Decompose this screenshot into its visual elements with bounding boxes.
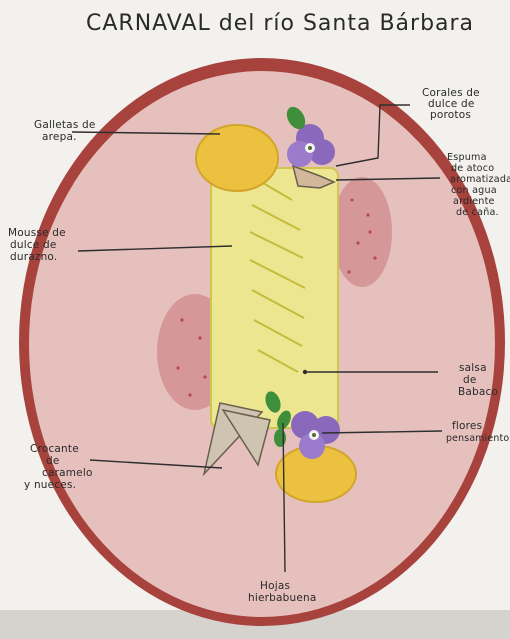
label-salsa-line2: de	[463, 374, 477, 386]
label-crocante-line1: Crocante	[30, 443, 79, 455]
label-espuma-line6: de caña.	[456, 207, 499, 218]
label-hojas-line1: Hojas	[260, 580, 290, 592]
label-crocante-line3: caramelo	[42, 467, 93, 479]
label-corales-line3: porotos	[430, 109, 471, 121]
label-espuma-line3: aromatizada	[450, 174, 510, 185]
label-espuma-line1: Espuma	[447, 152, 487, 163]
label-crocante-line4: y nueces.	[24, 479, 76, 491]
label-espuma-line2: de atoco	[451, 163, 494, 174]
cookie-top	[196, 125, 278, 191]
label-espuma-line4: con agua	[451, 185, 497, 196]
label-mousse-line2: dulce de	[10, 239, 57, 251]
label-mousse-line1: Mousse de	[8, 227, 66, 239]
salsa-point	[303, 370, 307, 374]
mousse-log	[211, 168, 338, 428]
label-mousse-line3: durazno.	[10, 251, 57, 263]
label-flores-line1: flores	[452, 420, 482, 432]
label-galletas-line2: arepa.	[42, 131, 77, 143]
label-crocante-line2: de	[46, 455, 60, 467]
drawing-title: CARNAVAL del río Santa Bárbara	[86, 11, 474, 36]
label-espuma-line5: ardiente	[453, 196, 495, 207]
label-salsa-line3: Babaco	[458, 386, 498, 398]
sauce-blob-right	[332, 177, 392, 287]
label-flores-line2: pensamiento	[446, 433, 509, 444]
label-hojas-line2: hierbabuena	[248, 592, 317, 604]
label-galletas-line1: Galletas de	[34, 119, 96, 131]
label-salsa-line1: salsa	[459, 362, 487, 374]
